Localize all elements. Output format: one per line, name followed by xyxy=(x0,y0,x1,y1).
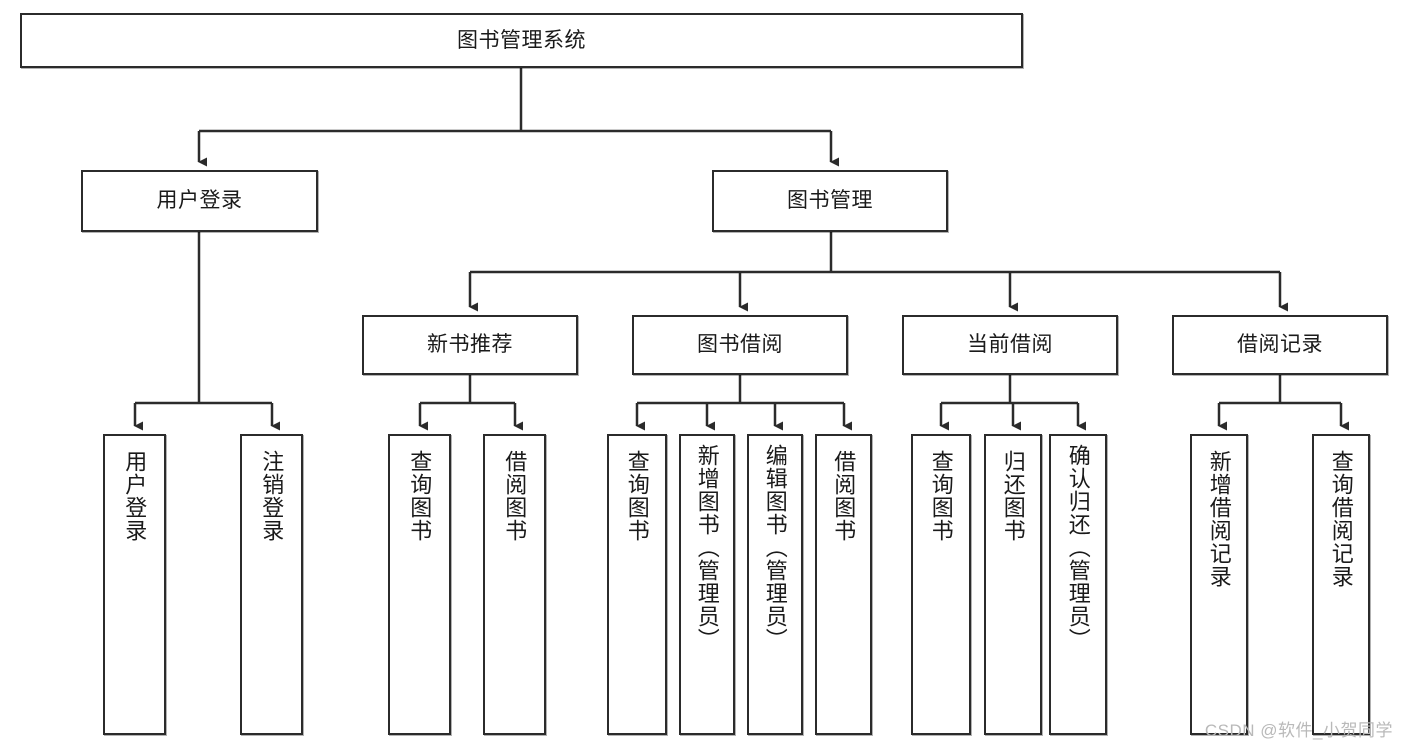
leaf-logout-label: 注销登录 xyxy=(259,450,285,542)
leaf-query-book-1[interactable]: 查询图书 xyxy=(388,434,451,735)
node-root-label: 图书管理系统 xyxy=(457,28,586,52)
node-borrow-record[interactable]: 借阅记录 xyxy=(1172,315,1388,375)
leaf-confirm-return-label: 确认归还（管理员） xyxy=(1065,444,1091,651)
csdn-watermark: CSDN @软件_小贺同学 xyxy=(1204,721,1393,740)
node-current-borrow[interactable]: 当前借阅 xyxy=(902,315,1118,375)
leaf-edit-book[interactable]: 编辑图书（管理员） xyxy=(747,434,803,735)
leaf-borrow-book-2-label: 借阅图书 xyxy=(831,450,857,542)
leaf-add-record-label: 新增借阅记录 xyxy=(1206,450,1232,588)
node-book-borrow[interactable]: 图书借阅 xyxy=(632,315,848,375)
leaf-query-book-3[interactable]: 查询图书 xyxy=(911,434,971,735)
leaf-return-book-label: 归还图书 xyxy=(1000,450,1026,542)
leaf-add-book-label: 新增图书（管理员） xyxy=(694,444,720,651)
node-user-login-label: 用户登录 xyxy=(156,189,243,213)
leaf-logout[interactable]: 注销登录 xyxy=(240,434,303,735)
node-new-book-rec-label: 新书推荐 xyxy=(427,333,513,357)
leaf-add-record[interactable]: 新增借阅记录 xyxy=(1190,434,1248,735)
node-current-borrow-label: 当前借阅 xyxy=(967,333,1053,357)
leaf-query-book-2-label: 查询图书 xyxy=(624,450,650,542)
node-book-borrow-label: 图书借阅 xyxy=(697,333,783,357)
node-root[interactable]: 图书管理系统 xyxy=(20,13,1023,68)
leaf-borrow-book-2[interactable]: 借阅图书 xyxy=(815,434,872,735)
leaf-borrow-book-1-label: 借阅图书 xyxy=(502,450,528,542)
leaf-user-login-label: 用户登录 xyxy=(122,450,148,542)
leaf-return-book[interactable]: 归还图书 xyxy=(984,434,1042,735)
node-user-login[interactable]: 用户登录 xyxy=(81,170,318,232)
leaf-user-login[interactable]: 用户登录 xyxy=(103,434,166,735)
leaf-query-book-3-label: 查询图书 xyxy=(928,450,954,542)
node-book-manage-label: 图书管理 xyxy=(787,189,873,213)
node-borrow-record-label: 借阅记录 xyxy=(1237,333,1323,357)
leaf-query-book-2[interactable]: 查询图书 xyxy=(607,434,667,735)
leaf-borrow-book-1[interactable]: 借阅图书 xyxy=(483,434,546,735)
node-new-book-rec[interactable]: 新书推荐 xyxy=(362,315,578,375)
leaf-confirm-return[interactable]: 确认归还（管理员） xyxy=(1049,434,1107,735)
leaf-query-record[interactable]: 查询借阅记录 xyxy=(1312,434,1370,735)
leaf-query-record-label: 查询借阅记录 xyxy=(1328,450,1354,588)
leaf-query-book-1-label: 查询图书 xyxy=(407,450,433,542)
node-book-manage[interactable]: 图书管理 xyxy=(712,170,948,232)
leaf-edit-book-label: 编辑图书（管理员） xyxy=(762,444,788,651)
leaf-add-book[interactable]: 新增图书（管理员） xyxy=(679,434,735,735)
